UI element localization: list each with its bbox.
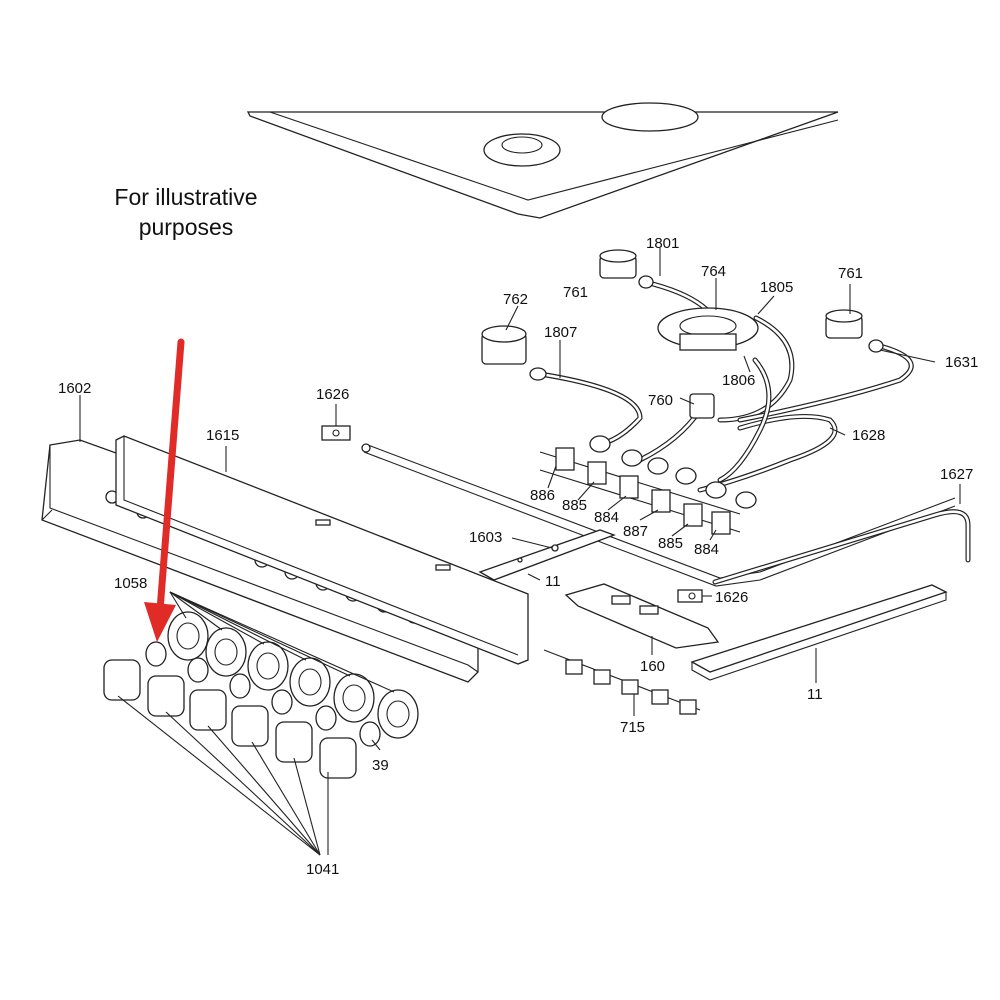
regulator-761-left xyxy=(599,249,654,289)
bracket-160 xyxy=(564,583,720,649)
label-885-a: 885 xyxy=(562,497,587,514)
label-760: 760 xyxy=(648,392,673,409)
label-764: 764 xyxy=(701,263,726,280)
label-11-lower: 11 xyxy=(807,686,823,703)
label-1807: 1807 xyxy=(544,324,577,341)
label-887: 887 xyxy=(623,523,648,540)
label-1058: 1058 xyxy=(114,575,147,592)
label-761-right: 761 xyxy=(838,265,863,282)
label-1603: 1603 xyxy=(469,529,502,546)
label-1041: 1041 xyxy=(306,861,339,878)
label-715: 715 xyxy=(620,719,645,736)
label-1801: 1801 xyxy=(646,235,679,252)
bezels-1058 xyxy=(167,611,419,739)
label-884-b: 884 xyxy=(694,541,719,558)
label-761-left: 761 xyxy=(563,284,588,301)
regulator-762 xyxy=(481,325,547,381)
label-1806: 1806 xyxy=(722,372,755,389)
gas-pipes xyxy=(537,279,914,493)
pipe-1627 xyxy=(712,509,971,585)
clip-1626-upper xyxy=(321,425,351,441)
regulator-761-right xyxy=(825,309,884,353)
label-1631: 1631 xyxy=(945,354,978,371)
label-1626-lower: 1626 xyxy=(715,589,748,606)
label-1602: 1602 xyxy=(58,380,91,397)
illustrative-note: For illustrative purposes xyxy=(86,182,286,242)
label-762: 762 xyxy=(503,291,528,308)
valve-760 xyxy=(689,393,715,419)
rail-11-upper xyxy=(690,584,948,681)
label-1615: 1615 xyxy=(206,427,239,444)
label-886: 886 xyxy=(530,487,555,504)
label-1805: 1805 xyxy=(760,279,793,296)
springs-39 xyxy=(145,641,381,747)
bracket-1603 xyxy=(478,529,616,581)
illustrative-note-line2: purposes xyxy=(138,214,234,240)
burner-764 xyxy=(657,307,759,351)
leader-lines xyxy=(79,248,961,856)
label-1628: 1628 xyxy=(852,427,885,444)
illustrative-note-line1: For illustrative xyxy=(114,184,258,210)
label-39: 39 xyxy=(372,757,389,774)
label-1627: 1627 xyxy=(940,466,973,483)
switch-block-715 xyxy=(543,649,701,715)
clip-1626-lower xyxy=(677,589,703,603)
label-884-a: 884 xyxy=(594,509,619,526)
rail-1615 xyxy=(115,435,529,665)
valve-manifold xyxy=(539,435,757,535)
label-885-b: 885 xyxy=(658,535,683,552)
part-labels: 1801 764 761 761 1805 762 1807 1631 1806… xyxy=(58,235,978,878)
knobs-1041 xyxy=(103,659,357,779)
label-11-upper: 11 xyxy=(545,573,561,590)
label-160: 160 xyxy=(640,658,665,675)
red-arrow xyxy=(144,338,185,642)
label-1626-upper: 1626 xyxy=(316,386,349,403)
cooktop-panel xyxy=(246,102,839,219)
